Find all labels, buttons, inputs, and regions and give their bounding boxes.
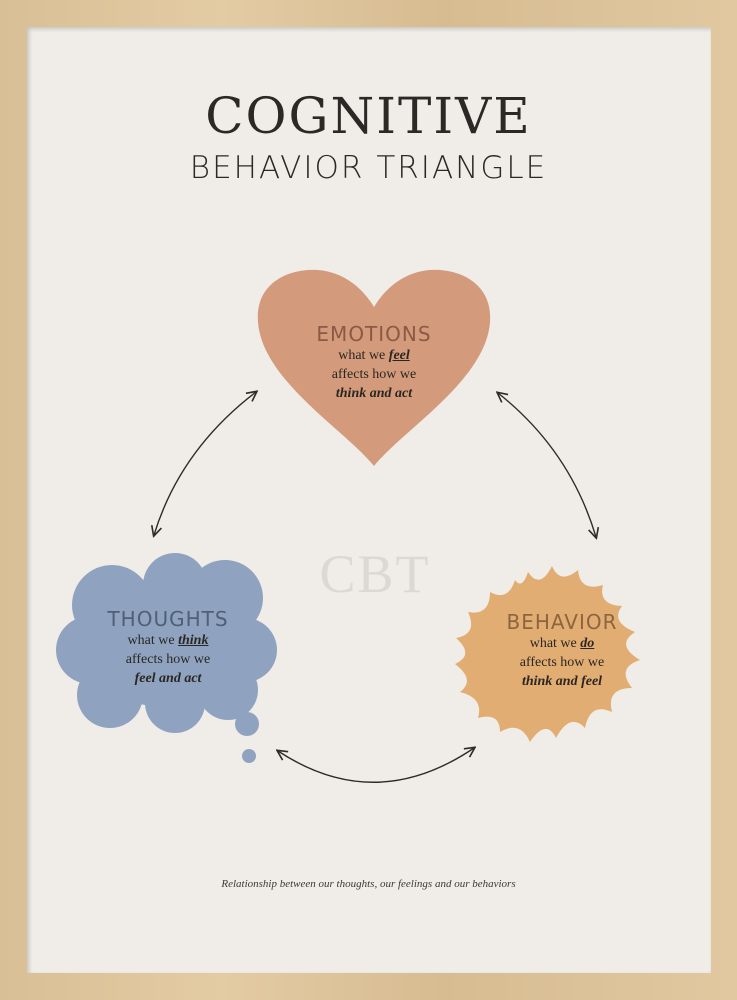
thoughts-line-2: affects how we <box>125 652 211 667</box>
arrow-thoughts-behavior <box>278 748 474 783</box>
emotions-node: EMOTIONS what we feel affects how we thi… <box>274 322 474 403</box>
behavior-node: BEHAVIOR what we do affects how we think… <box>462 610 662 691</box>
thoughts-line-3: feel and act <box>68 669 268 688</box>
starburst-shape <box>455 566 640 742</box>
behavior-line-3: think and feel <box>462 672 662 691</box>
behavior-line-1: what we do <box>462 634 662 653</box>
thoughts-emphasis: think <box>178 633 209 648</box>
thoughts-line-1-prefix: what we <box>127 633 179 648</box>
emotions-line-1-prefix: what we <box>338 348 389 363</box>
emotions-line-3: think and act <box>274 384 474 403</box>
emotions-emphasis: feel <box>388 348 410 363</box>
heart-shape <box>257 269 491 466</box>
cbt-watermark: CBT <box>319 544 431 604</box>
behavior-line-2: affects how we <box>519 655 605 670</box>
title-line-1: COGNITIVE <box>205 87 532 145</box>
thought-cloud-shape <box>56 553 277 763</box>
thoughts-node: THOUGHTS what we think affects how we fe… <box>68 607 268 688</box>
emotions-line-3-text: think and act <box>335 386 413 401</box>
emotions-line-1: what we feel <box>274 346 474 365</box>
emotions-title: EMOTIONS <box>316 322 432 346</box>
behavior-title: BEHAVIOR <box>506 610 618 634</box>
title-line-2: BEHAVIOR TRIANGLE <box>189 150 548 186</box>
arrow-emotions-behavior <box>498 393 596 537</box>
thoughts-title: THOUGHTS <box>107 607 229 631</box>
caption: Relationship between our thoughts, our f… <box>221 878 516 890</box>
behavior-line-1-prefix: what we <box>529 636 581 651</box>
emotions-line-2: affects how we <box>331 367 417 382</box>
behavior-emphasis: do <box>580 636 595 651</box>
arrow-emotions-thoughts <box>154 392 256 535</box>
thoughts-line-3-text: feel and act <box>134 671 202 686</box>
behavior-line-3-text: think and feel <box>521 674 603 689</box>
thoughts-line-1: what we think <box>68 631 268 650</box>
